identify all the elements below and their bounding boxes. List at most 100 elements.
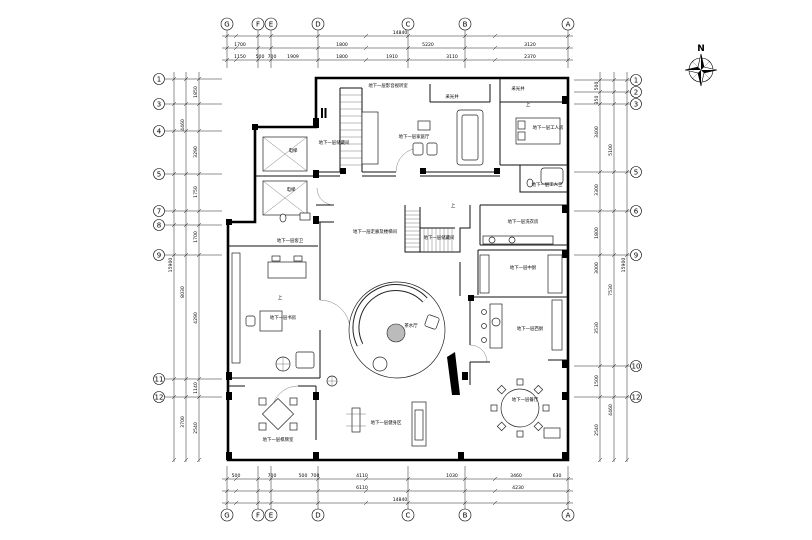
room-label: 采光井 [511, 85, 525, 92]
door-swings [271, 147, 488, 413]
dimension-value: 4460 [180, 119, 186, 131]
chair [289, 397, 298, 406]
dim-tick [196, 394, 202, 400]
room-label: 电梯 [287, 186, 296, 193]
grid-bubble [153, 73, 165, 85]
dimension-value: 4110 [356, 473, 368, 479]
round-dining-table [500, 388, 540, 428]
grid-label-f: F [256, 21, 260, 29]
elevator-shafts [262, 136, 308, 216]
dim-tick [363, 45, 369, 51]
dimension-value: 3300 [594, 184, 600, 196]
compass-east-point [701, 70, 717, 73]
grid-bubble [630, 249, 642, 261]
dim-tick [405, 476, 411, 482]
grid-label-row-7: 7 [157, 207, 161, 215]
dimension-value: 3120 [524, 42, 536, 48]
grid-label-row-1: 1 [157, 75, 161, 83]
dim-tick [224, 45, 230, 51]
dim-tick [492, 57, 498, 63]
column [562, 452, 568, 460]
dim-tick [462, 33, 468, 39]
dim-tick [171, 171, 177, 177]
staircase-outline [404, 205, 471, 253]
grid-bubble [630, 166, 642, 178]
dim-tick [224, 488, 230, 494]
dim-tick [171, 222, 177, 228]
door-jamb [324, 108, 327, 118]
dim-tick [171, 128, 177, 134]
column [562, 392, 568, 400]
dim-tick [183, 457, 189, 463]
grid-bubble [153, 205, 165, 217]
dim-tick [624, 77, 630, 83]
grid-label-b: B [463, 512, 468, 520]
grid-label-g: G [224, 512, 229, 520]
grid-label-row-12: 12 [155, 393, 164, 401]
tea-room-furniture [326, 281, 446, 387]
dining-chair [490, 404, 498, 412]
dim-tick [611, 208, 617, 214]
dim-tick [224, 500, 230, 506]
dim-tick [405, 57, 411, 63]
laundry-counter [482, 235, 554, 245]
column [420, 168, 426, 174]
grid-label-c: C [406, 21, 411, 29]
media-cabinet [361, 111, 379, 165]
grid-bubble [153, 391, 165, 403]
kitchen-counter [479, 254, 490, 294]
grid-bubble [630, 86, 642, 98]
dim-tick [196, 208, 202, 214]
dim-tick [565, 488, 571, 494]
dimension-value: 5220 [422, 42, 434, 48]
washbasin [299, 212, 311, 221]
dim-tick [268, 488, 274, 494]
dim-tick [268, 500, 274, 506]
column [313, 392, 319, 400]
room-label: 地下一层工人房 [533, 124, 564, 131]
grid-bubble [153, 373, 165, 385]
wall-counter [551, 299, 563, 351]
round-tea-table [386, 323, 406, 343]
dimension-value: 7530 [608, 284, 614, 296]
dimension-value: 500 [299, 473, 308, 479]
grid-bubble [630, 391, 642, 403]
dim-tick [624, 169, 630, 175]
dimension-value: 3460 [510, 473, 522, 479]
dim-tick [565, 45, 571, 51]
dimension-value: 5100 [608, 144, 614, 156]
dimension-value: 630 [553, 473, 562, 479]
chair [289, 422, 298, 431]
grid-label-row-12: 12 [632, 393, 641, 401]
dimension-value: 4460 [608, 404, 614, 416]
dimension-value: 700 [268, 473, 277, 479]
bathtub [540, 167, 564, 185]
chair [271, 255, 281, 262]
dim-tick [405, 33, 411, 39]
compass-south-point [698, 70, 701, 86]
dim-tick [171, 252, 177, 258]
dim-tick [196, 376, 202, 382]
dim-tick [268, 33, 274, 39]
dim-tick [611, 77, 617, 83]
dimension-value: 3000 [594, 262, 600, 274]
grid-bubble [153, 219, 165, 231]
dining-chair [516, 378, 524, 386]
compass-label: N [697, 44, 705, 54]
dining-chair [533, 421, 544, 432]
dim-tick [405, 488, 411, 494]
dim-tick [597, 89, 603, 95]
dimension-value: 500 [256, 54, 265, 60]
dimension-value: 1800 [336, 42, 348, 48]
room-label: 地下一层走廊及楼梯间 [353, 228, 397, 235]
column [462, 372, 468, 380]
pillow [517, 131, 526, 141]
grid-bubble [630, 74, 642, 86]
dim-tick [597, 394, 603, 400]
dim-tick [183, 252, 189, 258]
dim-tick [363, 57, 369, 63]
bar-stool [481, 323, 487, 329]
dim-tick [363, 488, 369, 494]
dim-tick [565, 500, 571, 506]
